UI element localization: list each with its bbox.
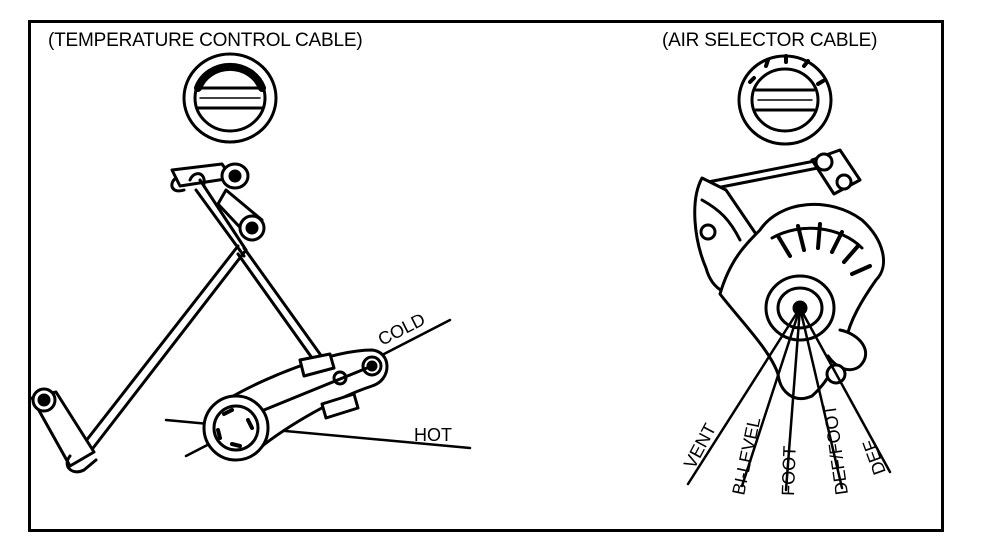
position-def-foot-label: DEF/FOOT [819,403,851,496]
position-bi-level-label: BI-LEVEL [728,415,764,496]
air-selector-knob-icon [737,54,833,146]
air-selector-sector-icon [718,202,885,400]
diagram-frame [28,20,944,532]
air-selector-cable-rod [704,148,862,196]
temperature-knob-icon [182,52,278,144]
air-position-lines [686,306,892,492]
cold-label: COLD [375,309,429,350]
temperature-bellcrank-icon [170,162,266,242]
temperature-door-cam-icon [202,348,389,462]
position-foot-label: FOOT [778,445,800,496]
position-def-label: DEF [859,437,890,478]
air-selector-cable-title: (AIR SELECTOR CABLE) [662,30,878,51]
temperature-cable-rods [80,178,332,454]
position-vent-label: VENT [680,420,720,472]
hot-label: HOT [414,425,452,445]
temperature-control-cable-title: (TEMPERATURE CONTROL CABLE) [48,30,363,51]
temperature-lower-lever-icon [30,387,98,474]
